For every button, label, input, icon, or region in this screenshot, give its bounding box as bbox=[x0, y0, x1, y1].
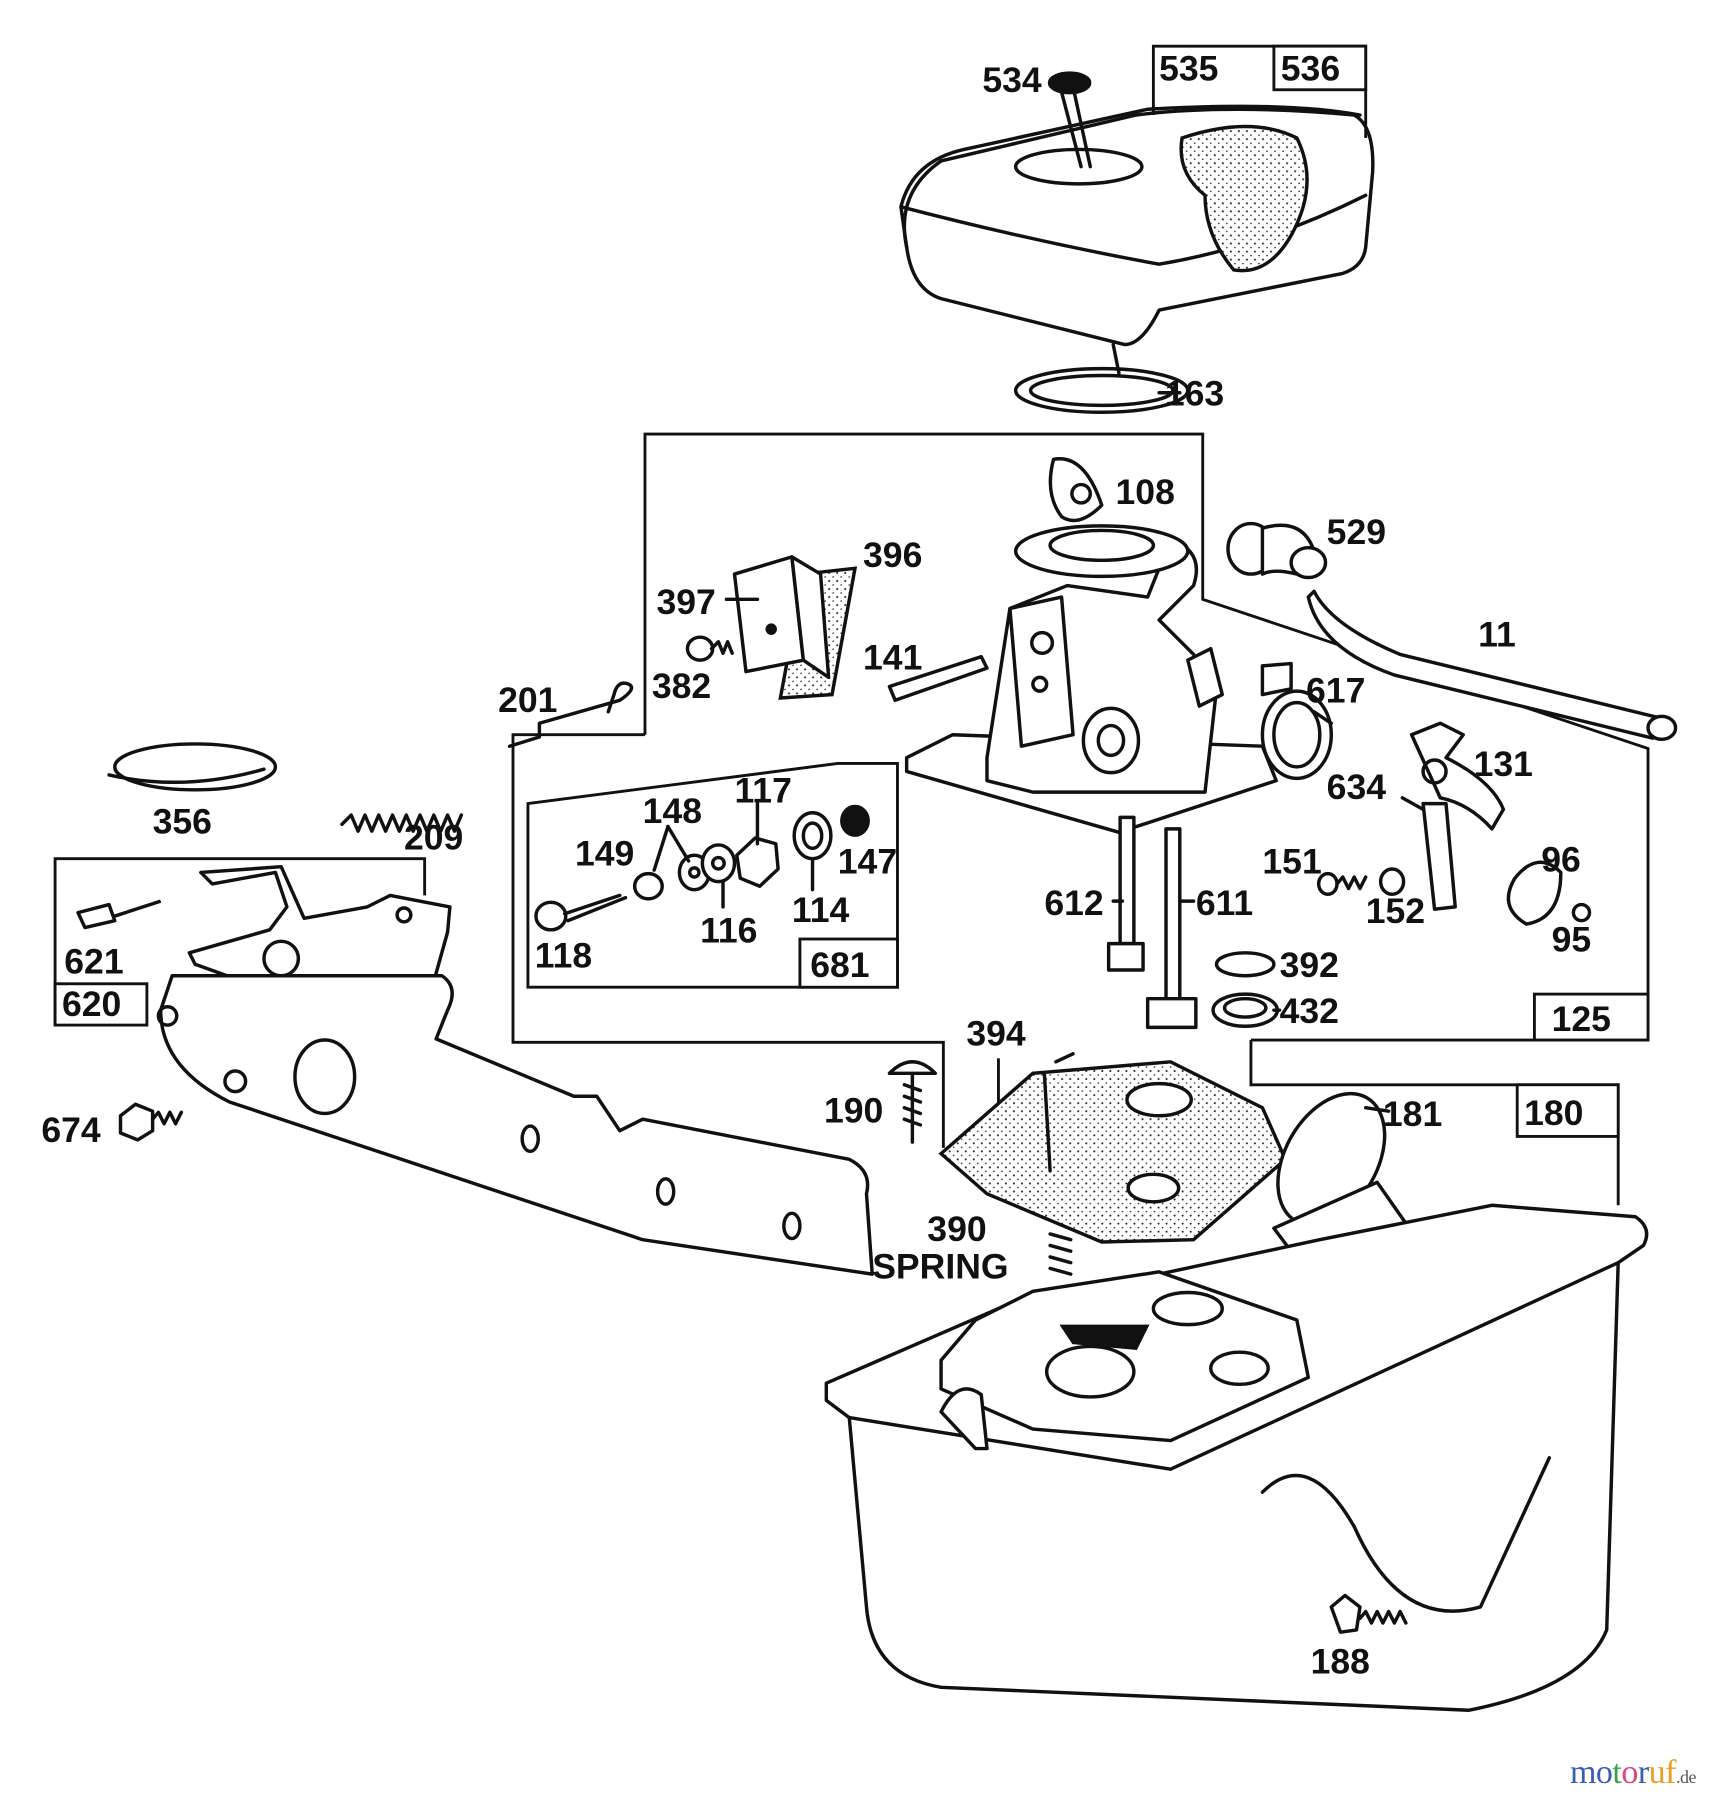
screws-611-612 bbox=[1106, 815, 1198, 1030]
leader-lines bbox=[652, 391, 1425, 1113]
carburetor-body bbox=[904, 457, 1333, 835]
spring-209 bbox=[340, 813, 464, 833]
label-116[interactable]: 116 bbox=[700, 910, 757, 950]
throttle-131 bbox=[1409, 721, 1506, 911]
label-125[interactable]: 125 bbox=[1552, 999, 1611, 1039]
label-147[interactable]: 147 bbox=[838, 842, 897, 882]
label-534[interactable]: 534 bbox=[982, 60, 1042, 100]
label-396[interactable]: 396 bbox=[863, 535, 922, 575]
shaft-141 bbox=[887, 654, 989, 703]
spring-151-152 bbox=[1316, 867, 1406, 896]
label-201[interactable]: 201 bbox=[498, 680, 557, 720]
watermark-letter: u bbox=[1648, 1754, 1666, 1791]
kit-box-681 bbox=[526, 761, 899, 989]
watermark-letter: f bbox=[1665, 1754, 1676, 1791]
gasket-163 bbox=[1013, 366, 1190, 414]
label-620[interactable]: 620 bbox=[62, 984, 121, 1024]
label-209[interactable]: 209 bbox=[404, 818, 463, 858]
label-114[interactable]: 114 bbox=[792, 890, 850, 930]
label-148[interactable]: 148 bbox=[643, 791, 702, 831]
label-392[interactable]: 392 bbox=[1280, 945, 1339, 985]
fuel-line-11 bbox=[1306, 589, 1678, 742]
label-634[interactable]: 634 bbox=[1327, 767, 1387, 807]
watermark-letter: t bbox=[1612, 1754, 1622, 1791]
label-117[interactable]: 117 bbox=[734, 770, 791, 810]
label-95[interactable]: 95 bbox=[1552, 920, 1592, 960]
label-681[interactable]: 681 bbox=[810, 945, 869, 985]
watermark-text: motoruf bbox=[1569, 1754, 1677, 1791]
seals-392-432 bbox=[1211, 951, 1280, 1028]
watermark-logo: motoruf.de bbox=[1569, 1754, 1697, 1792]
watermark-letter: o bbox=[1595, 1754, 1613, 1791]
label-11[interactable]: 11 bbox=[1478, 614, 1516, 654]
label-356[interactable]: 356 bbox=[153, 801, 212, 841]
label-390[interactable]: 390 bbox=[927, 1209, 986, 1249]
governor-plate bbox=[76, 864, 452, 1001]
label-612[interactable]: 612 bbox=[1044, 883, 1103, 923]
watermark-letter: r bbox=[1637, 1754, 1649, 1791]
label-181[interactable]: 181 bbox=[1383, 1094, 1442, 1134]
screw-674 bbox=[118, 1102, 184, 1142]
label-141[interactable]: 141 bbox=[863, 637, 922, 677]
screw-188 bbox=[1329, 1593, 1408, 1634]
screw-190 bbox=[887, 1060, 938, 1144]
label-432[interactable]: 432 bbox=[1280, 991, 1339, 1031]
label-611[interactable]: 611 bbox=[1196, 883, 1253, 923]
label-397[interactable]: 397 bbox=[656, 582, 715, 622]
disc-96 bbox=[1506, 860, 1592, 926]
watermark-letter: o bbox=[1621, 1754, 1638, 1791]
label-163[interactable]: 163 bbox=[1165, 373, 1224, 413]
spring-ring-356 bbox=[107, 742, 278, 792]
label-152[interactable]: 152 bbox=[1366, 891, 1425, 931]
choke-valve-397 bbox=[732, 555, 858, 700]
label-149[interactable]: 149 bbox=[575, 834, 634, 874]
assembly-frame-535 bbox=[1151, 44, 1368, 138]
label-96[interactable]: 96 bbox=[1541, 839, 1581, 879]
spring-390 bbox=[1048, 1232, 1073, 1276]
screw-382 bbox=[685, 635, 734, 662]
label-188[interactable]: 188 bbox=[1311, 1642, 1370, 1682]
label-621[interactable]: 621 bbox=[64, 941, 123, 981]
label-535[interactable]: 535 bbox=[1159, 49, 1218, 89]
governor-bracket-620 bbox=[156, 974, 874, 1276]
assembly-frame-620 bbox=[53, 857, 427, 1026]
label-617[interactable]: 617 bbox=[1306, 671, 1365, 711]
watermark-letter: m bbox=[1569, 1754, 1596, 1791]
label-382[interactable]: 382 bbox=[652, 666, 711, 706]
gasket-394 bbox=[938, 1052, 1288, 1244]
label-spring[interactable]: SPRING bbox=[872, 1247, 1008, 1287]
elbow-529 bbox=[1226, 521, 1328, 580]
label-536[interactable]: 536 bbox=[1281, 49, 1340, 89]
label-131[interactable]: 131 bbox=[1474, 744, 1533, 784]
label-108[interactable]: 108 bbox=[1116, 472, 1175, 512]
air-cleaner-cover bbox=[899, 71, 1375, 375]
label-180[interactable]: 180 bbox=[1524, 1093, 1583, 1133]
label-394[interactable]: 394 bbox=[966, 1014, 1026, 1054]
needle-valve-kit bbox=[534, 804, 870, 932]
link-201 bbox=[507, 681, 634, 748]
part-labels: 534 535 536 163 108 396 397 382 201 141 … bbox=[41, 49, 1611, 1682]
watermark-suffix: .de bbox=[1676, 1767, 1697, 1787]
label-118[interactable]: 118 bbox=[535, 936, 592, 976]
label-151[interactable]: 151 bbox=[1262, 842, 1321, 882]
label-674[interactable]: 674 bbox=[41, 1110, 101, 1150]
fuel-tank-180 bbox=[824, 1203, 1649, 1712]
label-190[interactable]: 190 bbox=[824, 1091, 883, 1131]
label-529[interactable]: 529 bbox=[1327, 512, 1386, 552]
